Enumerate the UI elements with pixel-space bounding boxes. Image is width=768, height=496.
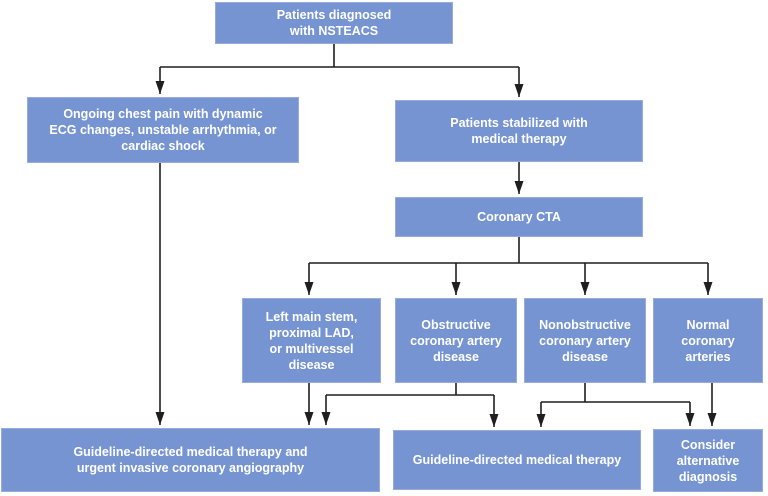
node-patients-stabilized: Patients stabilized with medical therapy (395, 100, 643, 162)
node-coronary-cta: Coronary CTA (395, 197, 643, 237)
node-patients-diagnosed-nsteacs: Patients diagnosed with NSTEACS (215, 2, 453, 44)
node-gdmt-urgent-angiography: Guideline-directed medical therapy and u… (1, 428, 380, 492)
node-nonobstructive-cad: Nonobstructive coronary artery disease (524, 298, 646, 383)
node-gdmt: Guideline-directed medical therapy (393, 430, 641, 490)
node-consider-alternative-diagnosis: Consider alternative diagnosis (653, 429, 763, 492)
connector-trunks (160, 44, 708, 403)
node-left-main-stem: Left main stem, proximal LAD, or multive… (242, 298, 381, 383)
node-normal-coronary-arteries: Normal coronary arteries (653, 298, 763, 383)
node-obstructive-cad: Obstructive coronary artery disease (395, 298, 517, 383)
node-ongoing-chest-pain: Ongoing chest pain with dynamic ECG chan… (27, 97, 299, 163)
